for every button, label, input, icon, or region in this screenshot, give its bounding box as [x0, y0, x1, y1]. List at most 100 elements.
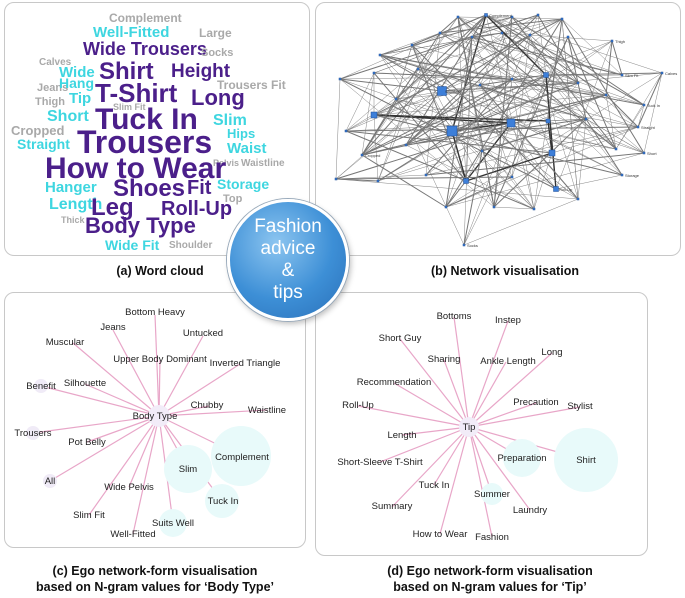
ego-node-label: Short Guy — [379, 333, 422, 344]
network-edge — [547, 120, 645, 154]
network-node-label: Roll-Up — [559, 187, 573, 192]
wc-word: Wide Trousers — [83, 39, 207, 59]
network-node-label: Calves — [665, 71, 677, 76]
wc-word: Length — [49, 196, 102, 213]
network-edge — [501, 32, 645, 154]
ego-edge — [453, 316, 470, 428]
wc-word: Thigh — [35, 96, 65, 108]
wc-word: Jeans — [37, 82, 68, 94]
ego-edge — [158, 335, 204, 417]
network-edge — [479, 84, 579, 200]
network-edge — [457, 16, 549, 122]
ego-center-circle — [148, 405, 170, 427]
network-node — [416, 67, 420, 71]
network-edge — [479, 84, 557, 190]
network-node — [620, 173, 624, 177]
network-edge — [439, 32, 645, 106]
network-edge — [339, 78, 553, 154]
ego-network-body-type-panel: Bottom Heavy Jeans Untucked Muscular Upp… — [4, 292, 306, 548]
ego-edge — [439, 426, 470, 535]
ego-node-label: Benefit — [26, 381, 56, 392]
ego-node-label: Upper Body Dominant — [113, 354, 207, 365]
network-node — [604, 93, 608, 97]
network-edge — [345, 68, 419, 132]
network-edge — [377, 94, 607, 182]
ego-edge — [443, 359, 470, 428]
network-edge — [441, 82, 579, 92]
network-node — [437, 86, 447, 96]
wc-word: Roll-Up — [161, 198, 232, 220]
wc-word: Trousers Fit — [217, 78, 286, 92]
ego-node-label: How to Wear — [413, 529, 468, 540]
wc-word: How to Wear — [45, 152, 226, 185]
network-edge — [471, 36, 512, 124]
network-edge — [445, 72, 663, 208]
wc-word: Calves — [39, 57, 72, 68]
ego-node-circle — [26, 426, 40, 440]
network-edge — [373, 94, 607, 116]
network-node — [438, 31, 442, 35]
ego-edge — [468, 352, 553, 428]
caption-line: (c) Ego network-form visualisation — [52, 564, 258, 578]
network-node — [510, 77, 514, 81]
wc-word: Wide — [59, 64, 95, 81]
badge-line: Fashion — [254, 216, 322, 237]
network-node-label: Tuck In — [647, 103, 660, 108]
wc-word: Hips — [227, 126, 255, 141]
wc-word: Tip — [69, 90, 91, 107]
ego-node-circle — [43, 474, 57, 488]
ego-node-circle — [205, 484, 239, 518]
network-edge — [643, 72, 663, 154]
network-node — [510, 15, 514, 19]
ego-edge — [433, 426, 470, 486]
network-edge — [345, 90, 443, 132]
ego-node-label: Suits Well — [152, 518, 194, 529]
ego-edge — [468, 426, 531, 511]
network-edge — [529, 34, 579, 200]
wc-word: Large — [199, 26, 232, 40]
badge-line: tips — [273, 282, 303, 303]
ego-node-label: Tuck In — [208, 496, 239, 507]
network-edge — [615, 72, 663, 150]
ego-node-label: Untucked — [183, 328, 223, 339]
network-edge — [425, 126, 639, 176]
network-node-label: Straight — [641, 125, 656, 130]
network-edge — [373, 36, 473, 74]
network-edge — [373, 114, 512, 124]
network-edge — [335, 178, 579, 200]
word-cloud-panel: Complement Well-Fitted Large Wide Trouse… — [4, 2, 310, 256]
network-edge — [485, 14, 645, 106]
network-edge — [493, 206, 535, 210]
network-edge — [339, 74, 623, 80]
network-edge — [457, 16, 617, 150]
ego-center-label: Body Type — [133, 411, 178, 422]
network-edge — [361, 74, 547, 156]
network-edge — [547, 118, 587, 122]
network-edge — [529, 34, 579, 84]
ego-node-label: Muscular — [46, 337, 85, 348]
network-edge — [485, 14, 535, 210]
network-edge — [439, 32, 645, 154]
ego-node-label: Slim — [179, 464, 198, 475]
ego-edge — [158, 409, 268, 417]
wc-word: Short — [47, 108, 89, 125]
network-edge — [585, 118, 623, 176]
network-edge — [373, 114, 623, 176]
network-node-label: Storage — [625, 173, 640, 178]
network-node — [344, 129, 348, 133]
ego-edge — [357, 405, 470, 428]
ego-node-label: Roll-Up — [342, 400, 374, 411]
network-edge — [637, 104, 645, 128]
ego-node-label: Inverted Triangle — [210, 358, 281, 369]
network-node — [360, 153, 364, 157]
network-edge — [511, 176, 535, 210]
ego-node-label: Tuck In — [419, 480, 450, 491]
fashion-advice-badge: Fashion advice & tips — [227, 199, 349, 321]
network-edge — [605, 40, 613, 96]
network-node — [660, 71, 664, 75]
network-node — [456, 15, 460, 19]
ego-node-circle — [164, 445, 212, 493]
network-edge — [395, 98, 467, 182]
wc-word: Thick — [61, 215, 86, 225]
network-edge — [335, 90, 443, 180]
